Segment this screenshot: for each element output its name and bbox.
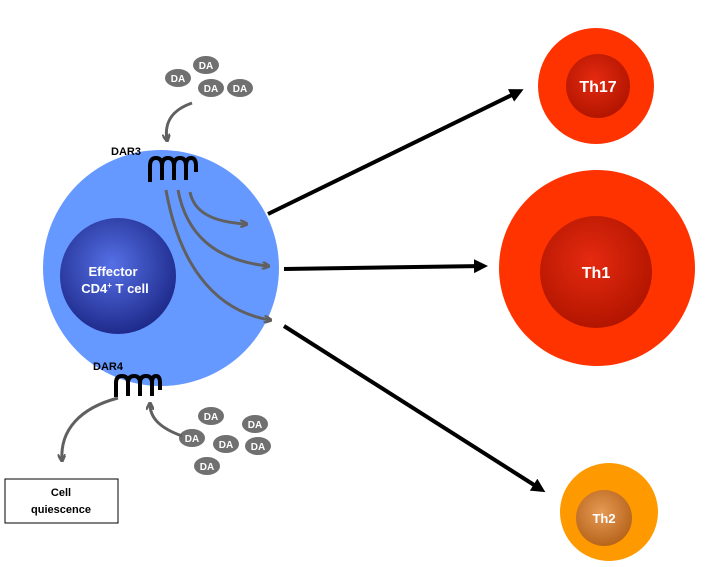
dar4-receptor-icon xyxy=(114,373,162,397)
da-cluster-top: DA DA DA DA xyxy=(165,56,253,97)
svg-text:DA: DA xyxy=(171,74,185,85)
th2-label: Th2 xyxy=(592,511,615,526)
da-molecule: DA xyxy=(198,407,224,425)
da-molecule: DA xyxy=(193,56,219,74)
effector-label-line1: Effector xyxy=(88,264,137,279)
svg-text:DA: DA xyxy=(200,462,214,473)
th1-label: Th1 xyxy=(582,265,611,282)
dar4-label: DAR4 xyxy=(93,361,124,373)
effector-nucleus xyxy=(60,218,176,334)
cell-quiescence-line1: Cell xyxy=(51,487,71,499)
arrow-to-th1 xyxy=(283,259,488,274)
da-to-dar4-arrow xyxy=(150,404,183,438)
th17-label: Th17 xyxy=(579,79,616,96)
cell-quiescence-box xyxy=(4,478,119,524)
dar3-label: DAR3 xyxy=(111,146,141,158)
arrow-to-th17 xyxy=(267,89,524,216)
da-molecule: DA xyxy=(245,437,271,455)
da-molecule: DA xyxy=(242,415,268,433)
svg-text:DA: DA xyxy=(248,420,262,431)
da-molecule: DA xyxy=(213,435,239,453)
da-molecule: DA xyxy=(165,69,191,87)
da-cluster-bottom: DA DA DA DA DA DA xyxy=(179,407,271,475)
dar3-signal-arrow-1 xyxy=(188,191,246,224)
svg-text:DA: DA xyxy=(251,442,265,453)
da-molecule: DA xyxy=(179,429,205,447)
arrow-to-th2 xyxy=(282,324,546,493)
dar4-to-quiescence-arrow xyxy=(62,396,119,460)
th1-nucleus xyxy=(540,216,652,328)
dar3-signal-arrow-2 xyxy=(176,189,268,266)
effector-label-line2: CD4+ T cell xyxy=(81,281,149,296)
svg-text:DA: DA xyxy=(233,84,247,95)
svg-text:DA: DA xyxy=(219,440,233,451)
dar3-receptor-icon xyxy=(148,155,198,182)
cell-quiescence-line2: quiescence xyxy=(31,504,91,516)
da-molecule: DA xyxy=(227,79,253,97)
da-molecule: DA xyxy=(194,457,220,475)
svg-text:DA: DA xyxy=(204,84,218,95)
svg-text:DA: DA xyxy=(185,434,199,445)
svg-text:DA: DA xyxy=(204,412,218,423)
da-molecule: DA xyxy=(198,79,224,97)
svg-text:DA: DA xyxy=(199,61,213,72)
th17-nucleus xyxy=(566,54,630,118)
dar3-signal-arrow-3 xyxy=(164,189,270,320)
da-to-dar3-arrow xyxy=(166,101,193,140)
th2-nucleus xyxy=(576,490,632,546)
